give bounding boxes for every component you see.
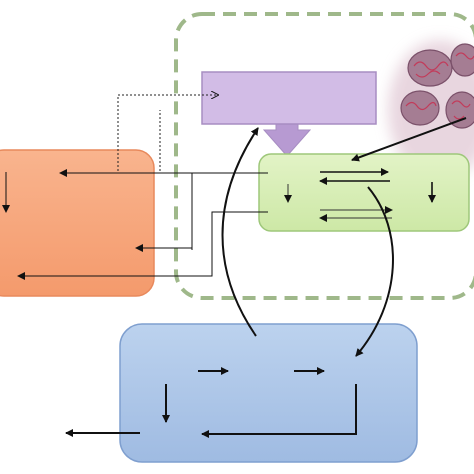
blue-inner-return-arrow — [201, 384, 357, 438]
purple-box — [201, 71, 377, 157]
green-to-blue-curved-arrow — [355, 186, 394, 357]
blue-to-purple-curved-arrow — [221, 127, 259, 337]
orange-box — [0, 149, 155, 297]
green-box — [258, 153, 470, 232]
mitochondria-to-green-arrow — [351, 117, 467, 162]
green-to-orange-arrow-3 — [17, 211, 268, 280]
blue-box — [119, 323, 418, 463]
mitochondria-cluster-icon — [388, 40, 474, 180]
dotted-connector-arrow — [117, 95, 218, 171]
